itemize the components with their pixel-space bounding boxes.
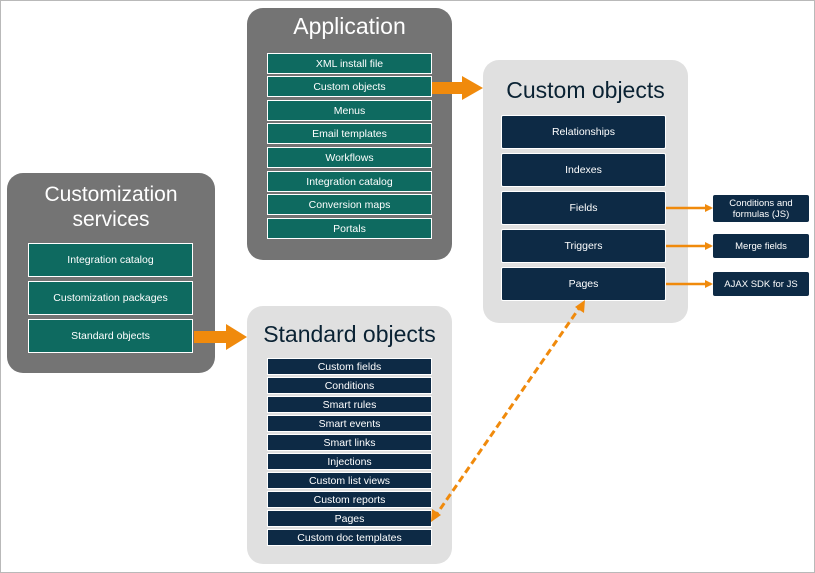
so-item-custom-list-views: Custom list views [267, 472, 432, 489]
co-item-relationships: Relationships [501, 115, 666, 149]
so-item-smart-events: Smart events [267, 415, 432, 432]
so-item-smart-rules: Smart rules [267, 396, 432, 413]
dashed-arrow-pages-link [432, 303, 584, 519]
so-item-conditions: Conditions [267, 377, 432, 394]
so-item-custom-fields: Custom fields [267, 358, 432, 375]
note-merge-fields: Merge fields [713, 234, 809, 258]
customization-services-panel: Customization services Integration catal… [7, 173, 215, 373]
so-item-injections: Injections [267, 453, 432, 470]
application-title: Application [293, 13, 406, 39]
so-item-custom-reports: Custom reports [267, 491, 432, 508]
arrow-services-to-standard-objects [194, 324, 247, 350]
co-item-pages: Pages [501, 267, 666, 301]
app-item-email-templates: Email templates [267, 123, 432, 144]
app-item-custom-objects: Custom objects [267, 76, 432, 97]
co-item-indexes: Indexes [501, 153, 666, 187]
custom-objects-panel: Custom objects Relationships Indexes Fie… [483, 60, 688, 323]
customization-services-title-line1: Customization [44, 183, 178, 206]
note-conditions-line2: formulas (JS) [732, 208, 790, 220]
cs-item-standard-objects: Standard objects [28, 319, 193, 353]
app-item-portals: Portals [267, 218, 432, 239]
customization-services-title-line2: services [72, 208, 150, 231]
note-conditions-line1: Conditions and [729, 197, 793, 209]
dashed-arrow-head-bottom [431, 509, 441, 522]
co-item-triggers: Triggers [501, 229, 666, 263]
standard-objects-title: Standard objects [263, 321, 436, 347]
standard-objects-panel: Standard objects Custom fields Condition… [247, 306, 452, 564]
arrow-app-to-custom-objects [432, 76, 483, 100]
app-item-xml-install-file: XML install file [267, 53, 432, 74]
app-item-workflows: Workflows [267, 147, 432, 168]
note-conditions-and-formulas: Conditions and formulas (JS) [713, 195, 809, 222]
app-item-menus: Menus [267, 100, 432, 121]
dashed-arrow-head-top [575, 300, 585, 313]
co-item-fields: Fields [501, 191, 666, 225]
cs-item-integration-catalog: Integration catalog [28, 243, 193, 277]
so-item-pages: Pages [267, 510, 432, 527]
so-item-custom-doc-templates: Custom doc templates [267, 529, 432, 546]
app-item-integration-catalog: Integration catalog [267, 171, 432, 192]
so-item-smart-links: Smart links [267, 434, 432, 451]
custom-objects-title: Custom objects [506, 77, 665, 103]
note-ajax-sdk: AJAX SDK for JS [713, 272, 809, 296]
app-item-conversion-maps: Conversion maps [267, 194, 432, 215]
application-panel: Application XML install file Custom obje… [247, 8, 452, 260]
cs-item-customization-packages: Customization packages [28, 281, 193, 315]
